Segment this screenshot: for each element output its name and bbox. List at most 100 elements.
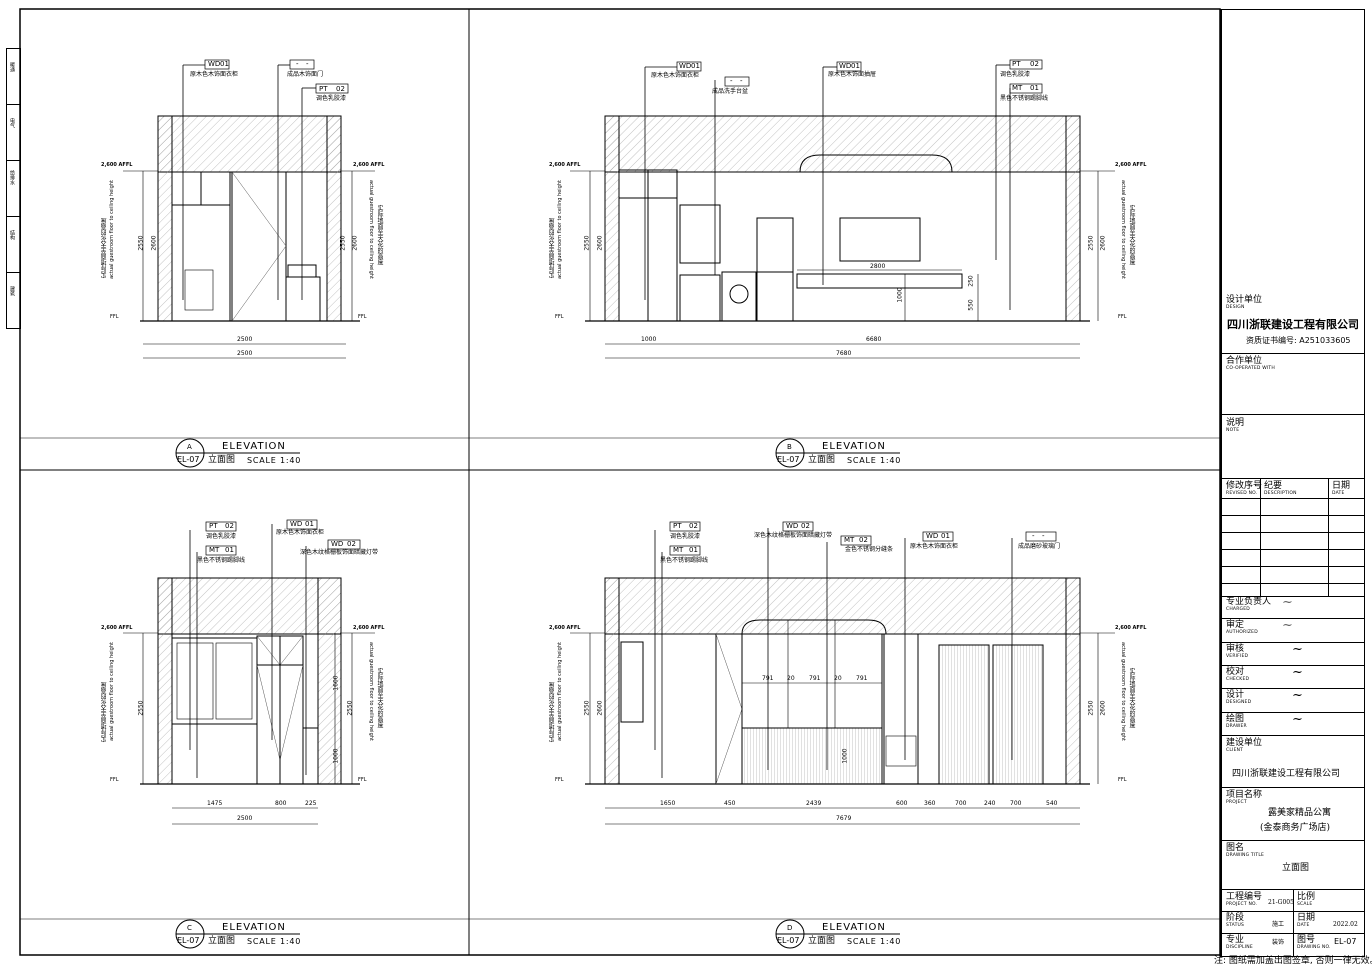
view-scale: SCALE 1:40 — [847, 456, 902, 465]
tag-num: 02 — [347, 540, 356, 548]
view-sheet-ref: EL-07 — [177, 936, 200, 945]
tag-desc: 成品磨砂玻璃门 — [1018, 543, 1061, 550]
elevation-d — [570, 521, 1115, 825]
view-subtitle: 立面图 — [208, 936, 236, 946]
tag-num: 01 — [691, 62, 700, 70]
drawn-label: 绘图 — [1226, 714, 1245, 724]
vertical-note-cn: 实际地面至天花的高度 — [101, 218, 108, 278]
width-dim: 7679 — [836, 815, 852, 822]
company-name: 四川浙联建设工程有限公司 — [1227, 318, 1359, 331]
tag-desc: 原木色木饰面抽屉 — [828, 71, 877, 78]
tag-code: - — [730, 77, 733, 85]
tag-desc: 深色木纹格栅板饰面暗藏灯带 — [754, 532, 833, 539]
drawn-signature: ~ — [1292, 712, 1303, 727]
vertical-note-cn: 实际地面至天花的高度 — [549, 682, 556, 742]
width-dim: 1650 — [660, 800, 676, 807]
drawing-title-label-en: DRAWING TITLE — [1226, 853, 1265, 858]
width-dim: 225 — [305, 800, 317, 807]
view-title: ELEVATION — [822, 922, 886, 933]
designed-label: 设计 — [1226, 690, 1245, 700]
coop-label: 合作单位 — [1226, 356, 1263, 366]
designed-signature: ~ — [1292, 688, 1303, 703]
tag-desc: 黑色不锈钢踢脚线 — [197, 557, 246, 564]
width-dim: 1000 — [641, 336, 657, 343]
charged-signature: ~ — [1282, 595, 1293, 610]
discipline-value: 装饰 — [1272, 939, 1285, 946]
height-dim: 2600 — [150, 235, 158, 251]
level-floor-label: FFL — [555, 314, 564, 320]
vertical-note-cn: 实际地面至天花的高度 — [1128, 205, 1135, 265]
level-top-label: 2,600 AFFL — [101, 625, 133, 631]
width-dim: 6680 — [866, 336, 882, 343]
view-sheet-ref: EL-07 — [177, 455, 200, 464]
inner-dim: 550 — [967, 299, 975, 311]
title-block: 设计单位 DESIGN 四川浙联建设工程有限公司 资质证书编号: A251033… — [1220, 9, 1365, 957]
view-title: ELEVATION — [822, 441, 886, 452]
level-floor-label: FFL — [1118, 777, 1127, 783]
tag-code: WD — [208, 60, 221, 68]
strip-label: 结构 — [9, 230, 15, 240]
authorized-label: 审定 — [1226, 620, 1245, 630]
verified-label-en: VERIFIED — [1226, 654, 1249, 659]
elevation-a — [123, 59, 375, 359]
height-dim: 2550 — [346, 700, 354, 716]
level-floor-label: FFL — [358, 314, 367, 320]
tag-code: WD — [331, 540, 344, 548]
checked-label-en: CHECKED — [1226, 677, 1250, 682]
checked-label: 校对 — [1226, 667, 1245, 677]
rev-date-label-en: DATE — [1332, 491, 1345, 496]
strip-label: 建筑 — [9, 286, 15, 296]
note-label-en: NOTE — [1226, 428, 1240, 433]
tag-num: 01 — [220, 60, 229, 68]
tag-code: PT — [1012, 60, 1021, 68]
level-top-label: 2,600 AFFL — [353, 625, 385, 631]
checked-signature: ~ — [1292, 665, 1303, 680]
view-scale: SCALE 1:40 — [847, 937, 902, 946]
level-floor-label: FFL — [1118, 314, 1127, 320]
scale-label: 比例 — [1297, 892, 1316, 902]
inner-dim: 20 — [787, 675, 795, 682]
width-dim: 7680 — [836, 350, 852, 357]
width-dim: 2500 — [237, 815, 253, 822]
level-floor-label: FFL — [110, 777, 119, 783]
rev-no-label: 修改序号 — [1226, 481, 1263, 491]
view-subtitle: 立面图 — [808, 455, 836, 465]
vertical-note-en: actual guestroom floor to ceiling height — [109, 180, 115, 279]
project-branch: (金泰商务广场店) — [1260, 823, 1331, 833]
level-floor-label: FFL — [358, 777, 367, 783]
project-name: 露美家精品公寓 — [1268, 808, 1332, 818]
client-name: 四川浙联建设工程有限公司 — [1232, 769, 1341, 779]
vertical-note-en: actual guestroom floor to ceiling height — [109, 642, 115, 741]
tag-code: PT — [319, 85, 328, 93]
width-dim: 2500 — [237, 350, 253, 357]
date-value: 2022.02 — [1333, 921, 1358, 928]
verified-signature: ~ — [1292, 642, 1303, 657]
scale-label-en: SCALE — [1297, 902, 1313, 907]
tag-num: 02 — [801, 522, 810, 530]
strip-label: 给排水 — [9, 170, 15, 185]
tag-num: - — [1042, 532, 1045, 540]
tag-num: 02 — [1030, 60, 1039, 68]
tag-desc: 深色木纹格栅板饰面暗藏灯带 — [300, 549, 379, 556]
width-dim: 1475 — [207, 800, 223, 807]
status-label: 阶段 — [1226, 913, 1245, 923]
tag-code: PT — [209, 522, 218, 530]
date-label-en: DATE — [1297, 923, 1310, 928]
tag-code: WD — [679, 62, 692, 70]
project-no: 21-G005 — [1268, 899, 1294, 906]
client-label: 建设单位 — [1226, 738, 1263, 748]
tag-num: 01 — [941, 532, 950, 540]
status-label-en: STATUS — [1226, 923, 1245, 928]
view-subtitle: 立面图 — [808, 936, 836, 946]
footer-note: 注: 图纸需加盖出图签章, 否则一律无效。 — [1214, 956, 1372, 966]
vertical-note-cn: 实际地面至天花的高度 — [376, 668, 383, 728]
project-no-label-en: PROJECT NO. — [1226, 902, 1258, 907]
vertical-note-en: actual guestroom floor to ceiling height — [368, 642, 374, 741]
rev-no-label-en: REVISED NO. — [1226, 491, 1258, 496]
view-circle-letter: A — [187, 443, 192, 451]
tag-num: 02 — [689, 522, 698, 530]
charged-label-en: CHARGED — [1226, 607, 1250, 612]
strip-label: 暖通 — [9, 62, 15, 72]
view-title: ELEVATION — [222, 922, 286, 933]
cert-number: 资质证书编号: A251033605 — [1246, 336, 1351, 345]
